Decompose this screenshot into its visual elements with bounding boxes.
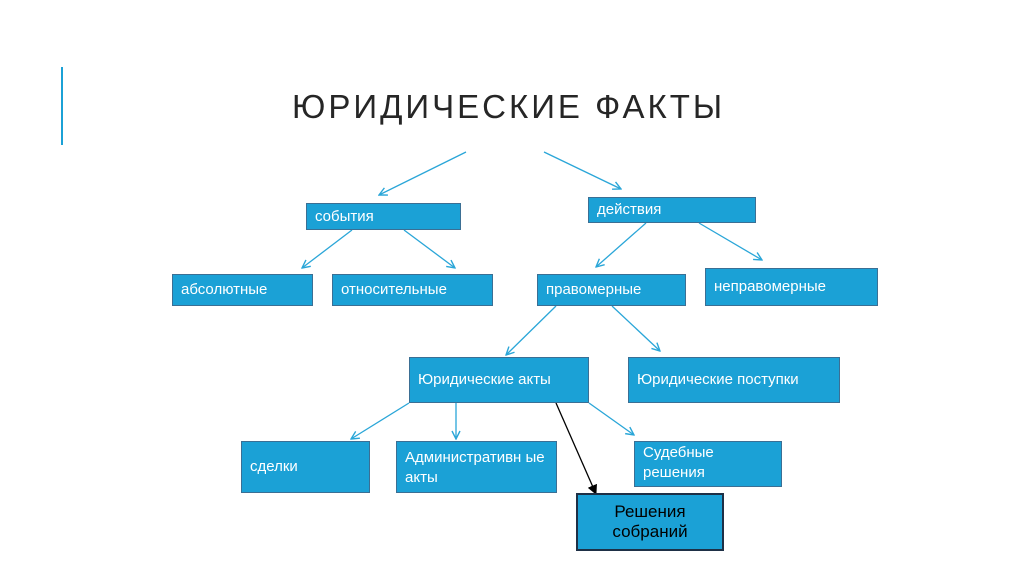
node-events-label: события bbox=[315, 207, 374, 225]
arrow-acts-to-meetings bbox=[555, 402, 597, 495]
node-transactions: сделки bbox=[241, 441, 370, 493]
node-admin-acts-label: Административн ые акты bbox=[405, 449, 545, 486]
node-legal-acts: Юридические акты bbox=[409, 357, 589, 403]
node-actions-label: действия bbox=[597, 201, 662, 218]
node-lawful: правомерные bbox=[537, 274, 686, 306]
node-meeting-decisions: Решения собраний bbox=[576, 493, 724, 551]
node-relative: относительные bbox=[332, 274, 493, 306]
node-unlawful-label: неправомерные bbox=[714, 278, 826, 295]
node-legal-acts-label: Юридические акты bbox=[418, 371, 551, 388]
node-legal-deeds-label: Юридические поступки bbox=[637, 371, 799, 388]
arrow-events-to-relative bbox=[403, 229, 455, 268]
arrow-lawful-to-legal-deeds bbox=[611, 305, 660, 351]
node-legal-deeds: Юридические поступки bbox=[628, 357, 840, 403]
node-actions: действия bbox=[588, 197, 756, 223]
arrow-title-to-actions bbox=[543, 151, 621, 189]
node-meeting-decisions-label: Решения собраний bbox=[612, 502, 688, 541]
node-court-decisions-label: Судебные решения bbox=[643, 444, 714, 481]
arrow-actions-to-lawful bbox=[596, 222, 647, 267]
node-absolute-label: абсолютные bbox=[181, 281, 268, 298]
accent-bar bbox=[61, 67, 63, 145]
slide-title: ЮРИДИЧЕСКИЕ ФАКТЫ bbox=[292, 88, 726, 125]
node-unlawful: неправомерные bbox=[705, 268, 878, 306]
node-transactions-label: сделки bbox=[250, 458, 298, 475]
node-admin-acts: Административн ые акты bbox=[396, 441, 557, 493]
node-lawful-label: правомерные bbox=[546, 281, 642, 298]
node-relative-label: относительные bbox=[341, 281, 447, 298]
arrow-title-to-events bbox=[379, 151, 467, 195]
node-absolute: абсолютные bbox=[172, 274, 313, 306]
node-court-decisions: Судебные решения bbox=[634, 441, 782, 487]
arrow-acts-to-court bbox=[588, 402, 634, 435]
arrow-acts-to-transactions bbox=[351, 402, 410, 439]
arrow-lawful-to-legal-acts bbox=[506, 305, 557, 355]
node-events: события bbox=[306, 203, 461, 230]
arrow-events-to-absolute bbox=[302, 229, 353, 268]
arrow-actions-to-unlawful bbox=[698, 222, 762, 260]
